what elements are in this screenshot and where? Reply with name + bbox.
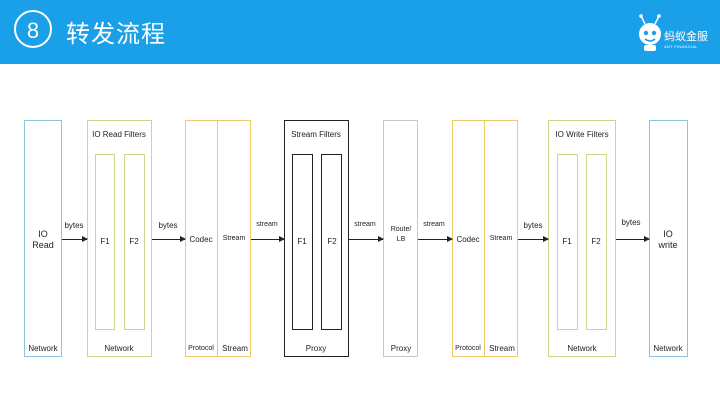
codec-in-bottom-stream: Stream (222, 344, 248, 353)
codec-in-label: Codec (189, 235, 213, 244)
ant-mascot-icon (639, 14, 661, 51)
header-bar: 8 转发流程 蚂蚁金服 ANT FINANCIAL (0, 0, 720, 64)
route-lb-label-line2: LB (396, 236, 406, 243)
arrow-label-stream-2: stream (354, 221, 376, 228)
io-read-filter-f2 (124, 154, 145, 330)
arrow-codec-out-to-write-filters (518, 236, 549, 242)
arrow-label-bytes-3: bytes (523, 221, 543, 230)
io-write-filter-f2 (586, 154, 607, 330)
io-write-label-line2: write (658, 240, 678, 250)
stream-out-label: Stream (489, 235, 513, 242)
codec-in-bottom-protocol: Protocol (188, 345, 214, 352)
stream-filter-f1 (292, 154, 313, 330)
codec-out-bottom-stream: Stream (489, 344, 515, 353)
io-read-filter-f1-label: F1 (100, 237, 110, 246)
route-lb-label-line1: Route/ (390, 226, 412, 233)
io-write-filters-title: IO Write Filters (555, 130, 609, 139)
io-write-bottom-label: Network (653, 344, 683, 353)
io-read-label-line2: Read (32, 240, 54, 250)
logo-brand: 蚂蚁金服 (664, 30, 708, 43)
arrow-label-bytes-2: bytes (158, 221, 178, 230)
arrow-stream-filters-to-route (349, 236, 384, 242)
arrow-codec-to-stream-filters (251, 236, 285, 242)
io-read-filter-f1 (95, 154, 115, 330)
arrow-label-bytes-1: bytes (64, 221, 84, 230)
stream-filter-f2-label: F2 (327, 237, 337, 246)
io-write-filters-bottom-label: Network (567, 344, 597, 353)
io-read-filters-title: IO Read Filters (92, 130, 146, 139)
arrow-label-bytes-4: bytes (621, 218, 641, 227)
io-write-filter-f1-label: F1 (562, 237, 572, 246)
io-write-filter-f1 (557, 154, 578, 330)
stream-in-box (218, 120, 251, 357)
stream-filters-bottom-label: Proxy (305, 344, 327, 353)
route-lb-bottom-label: Proxy (390, 344, 412, 353)
arrow-io-read-to-read-filters (62, 236, 88, 242)
stream-filter-f1-label: F1 (297, 237, 307, 246)
stream-in-label: Stream (222, 235, 246, 242)
arrow-label-stream-1: stream (256, 221, 278, 228)
stream-filters-title: Stream Filters (291, 130, 341, 139)
io-read-filter-f2-label: F2 (129, 237, 139, 246)
stream-out-box (485, 120, 518, 357)
io-read-label-line1: IO (38, 229, 48, 239)
arrow-read-filters-to-codec (152, 236, 186, 242)
logo-subtitle: ANT FINANCIAL (664, 44, 698, 49)
arrow-route-to-codec-out (418, 236, 453, 242)
io-read-filters-bottom-label: Network (104, 344, 134, 353)
stream-filter-f2 (321, 154, 342, 330)
io-read-box (24, 120, 62, 357)
codec-out-label: Codec (456, 235, 480, 244)
io-write-filter-f2-label: F2 (591, 237, 601, 246)
arrow-write-filters-to-io-write (616, 236, 650, 242)
io-write-label-line1: IO (663, 229, 673, 239)
codec-out-bottom-protocol: Protocol (455, 345, 481, 352)
slide-number-badge: 8 (14, 10, 52, 48)
arrow-label-stream-3: stream (423, 221, 445, 228)
page-title: 转发流程 (66, 20, 166, 48)
io-read-bottom-label: Network (28, 344, 58, 353)
logo: 蚂蚁金服 ANT FINANCIAL (636, 14, 714, 58)
